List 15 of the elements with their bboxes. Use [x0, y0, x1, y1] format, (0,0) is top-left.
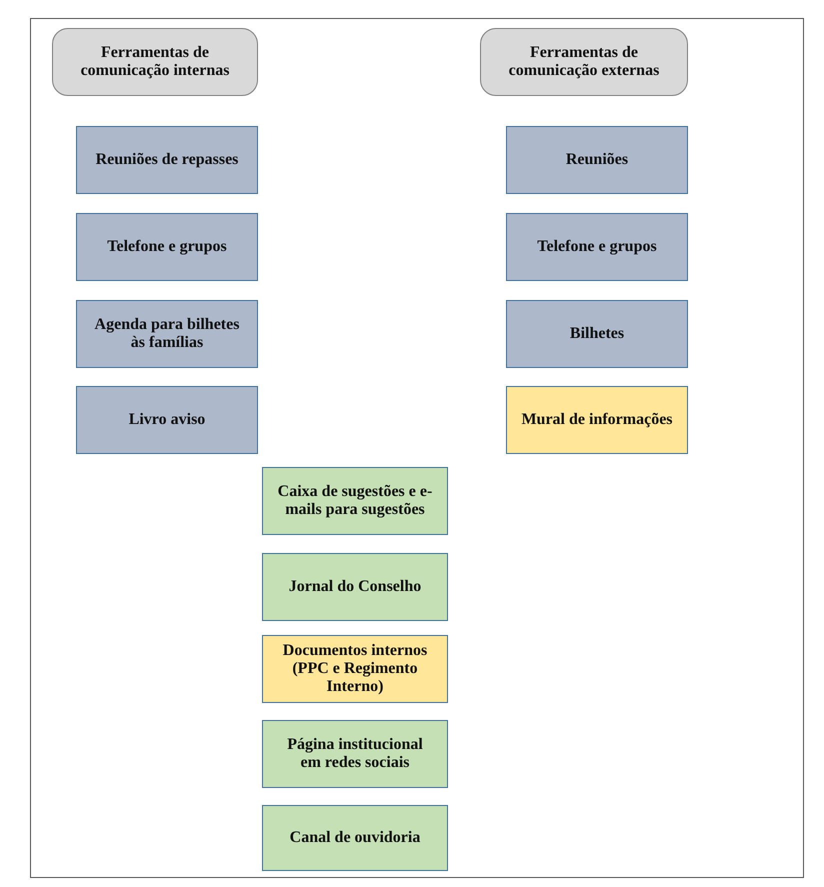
tool-box: Telefone e grupos	[76, 213, 258, 281]
tool-box: Livro aviso	[76, 386, 258, 454]
tool-box: Agenda para bilhetes às famílias	[76, 300, 258, 368]
tool-box: Caixa de sugestões e e-mails para sugestões	[262, 467, 448, 535]
tool-box: Bilhetes	[506, 300, 688, 368]
header-box: Ferramentas de comunicação internas	[52, 28, 258, 96]
tool-box: Mural de informações	[506, 386, 688, 454]
tool-box: Reuniões	[506, 126, 688, 194]
tool-box: Jornal do Conselho	[262, 553, 448, 621]
header-box: Ferramentas de comunicação externas	[480, 28, 688, 96]
tool-box: Página institucional em redes sociais	[262, 720, 448, 788]
tool-box: Documentos internos (PPC e Regimento Interno)	[262, 635, 448, 703]
tool-box: Canal de ouvidoria	[262, 805, 448, 871]
tool-box: Telefone e grupos	[506, 213, 688, 281]
tool-box: Reuniões de repasses	[76, 126, 258, 194]
